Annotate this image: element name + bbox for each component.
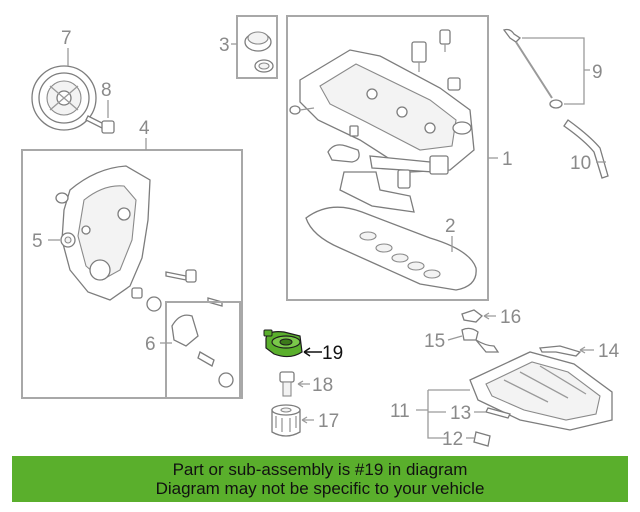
- front-seal[interactable]: [60, 232, 76, 248]
- callout-10: 10: [570, 153, 591, 174]
- timing-chain-cover[interactable]: [55, 165, 151, 301]
- dipstick[interactable]: [502, 28, 563, 109]
- callout-16: 16: [500, 307, 521, 328]
- oil-pan[interactable]: [469, 351, 613, 431]
- banner-line-1: Part or sub-assembly is #19 in diagram: [172, 460, 468, 479]
- oil-cooler-bolt[interactable]: [279, 371, 295, 397]
- leader-15: [447, 335, 463, 341]
- valve-cover[interactable]: [299, 49, 475, 173]
- dipstick-tube[interactable]: [563, 119, 609, 179]
- info-banner: Part or sub-assembly is #19 in diagram D…: [12, 456, 628, 502]
- callout-14: 14: [598, 341, 620, 362]
- callout-18: 18: [312, 375, 333, 396]
- oil-cap-box: [236, 15, 278, 79]
- timing-cover-box: [21, 149, 243, 399]
- oil-pump-box: [165, 301, 241, 399]
- callout-19: 19: [322, 343, 343, 364]
- callout-1: 1: [502, 149, 513, 170]
- valve-cover-gasket[interactable]: [305, 206, 477, 291]
- cover-bolts[interactable]: [131, 269, 223, 312]
- baffle-bracket[interactable]: [538, 345, 582, 357]
- leader-14: [579, 346, 594, 354]
- oil-cooler-highlighted[interactable]: [263, 329, 303, 358]
- callout-5: 5: [32, 231, 43, 252]
- leader-17: [301, 416, 314, 424]
- leader-16: [483, 312, 496, 320]
- pulley-bolt[interactable]: [85, 115, 115, 134]
- callout-2: 2: [445, 216, 456, 237]
- drain-plug-gasket[interactable]: [485, 407, 511, 419]
- callout-3: 3: [219, 35, 230, 56]
- callout-6: 6: [145, 334, 156, 355]
- oil-pump-relief[interactable]: [171, 314, 234, 388]
- callout-17: 17: [318, 411, 339, 432]
- crankshaft-pulley[interactable]: [31, 65, 97, 131]
- callout-8: 8: [101, 80, 112, 101]
- leader-19: [303, 347, 322, 357]
- valve-cover-bolt[interactable]: [289, 105, 359, 137]
- callout-7: 7: [61, 28, 72, 49]
- parts-diagram: 7 8 3: [21, 15, 620, 450]
- valve-cover-seals[interactable]: [327, 144, 449, 213]
- leader-9: [522, 37, 590, 105]
- callout-15: 15: [424, 331, 445, 352]
- banner-line-2: Diagram may not be specific to your vehi…: [155, 479, 485, 498]
- callout-11: 11: [390, 401, 410, 422]
- oil-filter[interactable]: [271, 404, 301, 437]
- callout-9: 9: [592, 62, 603, 83]
- oil-filler-cap[interactable]: [244, 31, 274, 73]
- leader-11: [416, 389, 470, 439]
- drain-plug[interactable]: [473, 431, 491, 447]
- cam-sensor[interactable]: [411, 29, 461, 91]
- callout-4: 4: [139, 118, 150, 139]
- sensor-bracket[interactable]: [461, 309, 483, 323]
- leader-18: [297, 380, 310, 388]
- callout-12: 12: [442, 429, 463, 450]
- callout-13: 13: [450, 403, 471, 424]
- oil-strainer[interactable]: [461, 327, 500, 353]
